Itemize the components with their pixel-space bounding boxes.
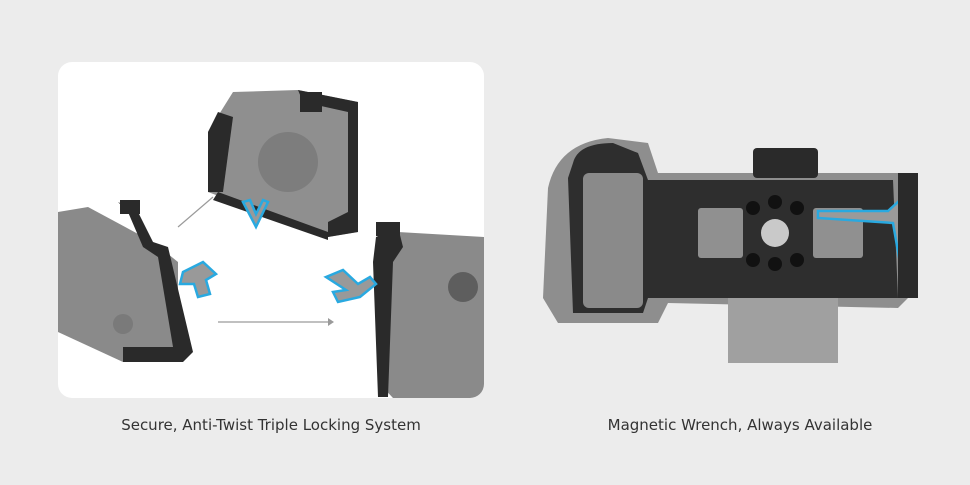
wrench-illustration [543,138,918,363]
feature-caption-locking: Secure, Anti-Twist Triple Locking System [121,416,421,434]
locking-illustration [58,90,484,398]
left-camera-cage [58,200,219,362]
feature-caption-wrench: Magnetic Wrench, Always Available [607,416,873,434]
right-camera-cage [323,222,484,398]
locking-system-image [58,62,484,398]
battery-door [583,173,643,308]
top-camera-cage [208,90,358,240]
magnetic-wrench-image [538,118,934,368]
viewfinder [728,293,838,363]
arrow-down-left [177,196,214,228]
